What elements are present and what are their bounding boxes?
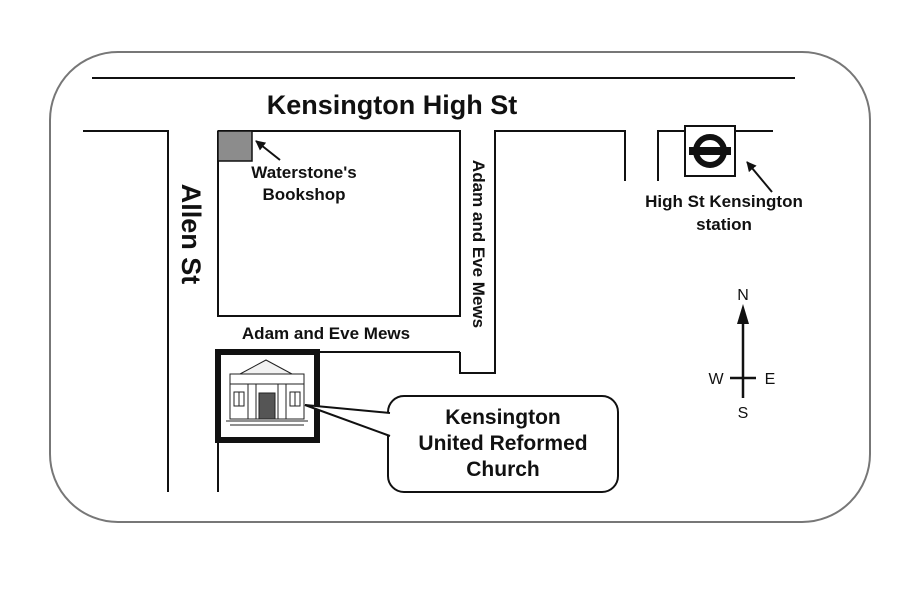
street-label-adam-eve-mews-horizontal: Adam and Eve Mews <box>242 324 410 343</box>
compass-rose <box>730 304 756 398</box>
map-frame <box>49 51 871 523</box>
church-label-line1: Kensington <box>445 406 561 429</box>
station-label-line2: station <box>696 215 752 234</box>
street-label-allen-st: Allen St <box>176 184 206 285</box>
church-label-line2: United Reformed <box>418 432 587 455</box>
bookshop-label-line2: Bookshop <box>262 185 345 204</box>
compass-n-label: N <box>737 287 749 304</box>
street-label-kensington-high-st: Kensington High St <box>267 90 517 120</box>
compass-e-label: E <box>765 371 776 388</box>
bookshop-marker <box>217 130 253 162</box>
bookshop-arrow <box>255 140 281 161</box>
bookshop-label-line1: Waterstone's <box>251 163 356 182</box>
church-callout <box>304 395 619 493</box>
station-arrow <box>746 161 773 193</box>
street-label-adam-eve-mews-vertical: Adam and Eve Mews <box>469 160 488 328</box>
station-label-line1: High St Kensington <box>645 192 803 211</box>
church-building-icon <box>226 359 308 426</box>
underground-roundel-icon <box>684 125 736 177</box>
compass-s-label: S <box>738 405 749 422</box>
compass-w-label: W <box>708 371 724 388</box>
street-lines <box>83 77 795 492</box>
church-label-line3: Church <box>466 458 540 481</box>
